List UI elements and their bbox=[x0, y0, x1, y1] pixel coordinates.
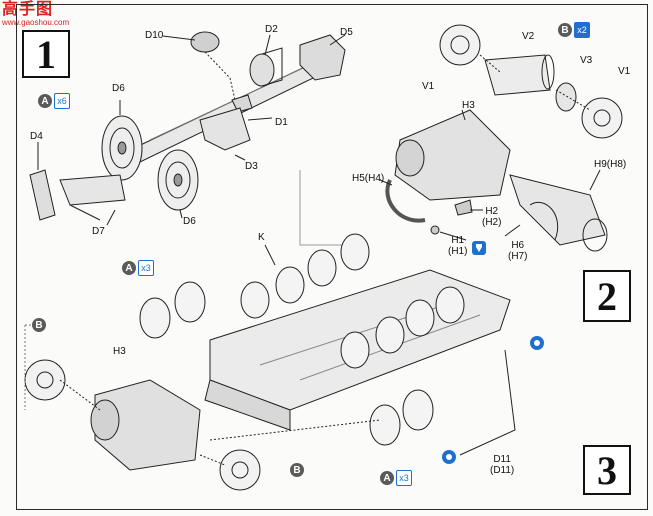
callout-b-x2: B x2 bbox=[558, 22, 590, 38]
label-k: K bbox=[258, 232, 265, 243]
callout-qty: x2 bbox=[574, 22, 590, 38]
sprocket-bottom bbox=[219, 449, 261, 491]
callout-letter: A bbox=[38, 94, 52, 108]
label-h3-upper: H3 bbox=[462, 100, 475, 111]
label-h1-paren: (H1) bbox=[448, 246, 468, 257]
d2-cylinder bbox=[249, 53, 275, 87]
label-d11: D11(D11) bbox=[490, 454, 514, 476]
callout-qty: x3 bbox=[138, 260, 154, 276]
label-v1-right: V1 bbox=[618, 66, 631, 77]
label-h1: H1(H1) bbox=[448, 235, 467, 257]
label-h9: H9(H8) bbox=[594, 159, 627, 170]
sprocket-left bbox=[24, 359, 66, 401]
h1-nut bbox=[430, 225, 440, 235]
h3-drive-housing bbox=[94, 379, 201, 471]
label-v1-left: V1 bbox=[422, 81, 435, 92]
d4-part bbox=[29, 169, 56, 221]
callout-a-x6: A x6 bbox=[38, 93, 70, 109]
watermark-title: 高手图 bbox=[2, 1, 54, 18]
road-wheels bbox=[139, 233, 465, 446]
label-h7-paren: (H7) bbox=[508, 251, 528, 262]
label-d11-text: D11 bbox=[493, 454, 511, 465]
label-h3-lower: H3 bbox=[113, 346, 126, 357]
label-h1-text: H1 bbox=[451, 235, 465, 246]
label-d6-upper: D6 bbox=[112, 83, 125, 94]
step-number-1: 1 bbox=[22, 30, 70, 78]
h6-guard bbox=[529, 202, 559, 241]
label-d1: D1 bbox=[275, 117, 288, 128]
callout-b-left: B bbox=[32, 318, 46, 332]
label-d10: D10 bbox=[145, 30, 164, 41]
label-d3: D3 bbox=[245, 161, 258, 172]
outer-frame bbox=[16, 4, 648, 510]
label-h2-text: H2 bbox=[485, 206, 499, 217]
step-number-3: 3 bbox=[583, 445, 631, 495]
label-v2: V2 bbox=[522, 31, 535, 42]
d3-bracket bbox=[199, 107, 251, 151]
watermark: 高手图 www.gaoshou.com bbox=[2, 1, 70, 28]
callout-letter: B bbox=[290, 463, 304, 477]
d1-piece bbox=[231, 94, 253, 113]
callout-a-x3-upper: A x3 bbox=[122, 260, 154, 276]
callout-a-x3-lower: A x3 bbox=[380, 470, 412, 486]
label-v3: V3 bbox=[580, 55, 593, 66]
v1-sprocket-left bbox=[439, 24, 481, 66]
h9-tube bbox=[509, 174, 606, 246]
callout-qty: x3 bbox=[396, 470, 412, 486]
label-h2: H2(H2) bbox=[482, 206, 501, 228]
step-number-2: 2 bbox=[583, 270, 631, 322]
glue-icon bbox=[472, 241, 486, 255]
label-h6-text: H6 bbox=[511, 240, 525, 251]
label-d4: D4 bbox=[30, 131, 43, 142]
d5-bracket bbox=[299, 34, 346, 81]
h3-housing bbox=[394, 109, 511, 201]
label-d7: D7 bbox=[92, 226, 105, 237]
drill-hole-icon bbox=[530, 336, 544, 350]
callout-letter: A bbox=[122, 261, 136, 275]
label-h6: H6(H7) bbox=[508, 240, 527, 262]
v1-sprocket-right bbox=[581, 97, 623, 139]
v2-hub bbox=[484, 54, 551, 96]
d10-cap bbox=[190, 31, 220, 53]
callout-qty: x6 bbox=[54, 93, 70, 109]
callout-letter: B bbox=[558, 23, 572, 37]
h5-curve bbox=[385, 179, 426, 223]
label-d2: D2 bbox=[265, 24, 278, 35]
label-h2-paren: (H2) bbox=[482, 217, 502, 228]
label-d6-lower: D6 bbox=[183, 216, 196, 227]
v3-ring bbox=[555, 82, 577, 112]
label-d5: D5 bbox=[340, 27, 353, 38]
label-d11-paren: (D11) bbox=[490, 465, 515, 476]
callout-letter: B bbox=[32, 318, 46, 332]
callout-letter: A bbox=[380, 471, 394, 485]
callout-b-bottom: B bbox=[290, 463, 304, 477]
watermark-url: www.gaoshou.com bbox=[2, 18, 70, 27]
label-h5: H5(H4) bbox=[352, 173, 385, 184]
drill-hole-icon bbox=[442, 450, 456, 464]
d7-arm bbox=[59, 174, 126, 206]
h2-bits bbox=[454, 199, 473, 216]
